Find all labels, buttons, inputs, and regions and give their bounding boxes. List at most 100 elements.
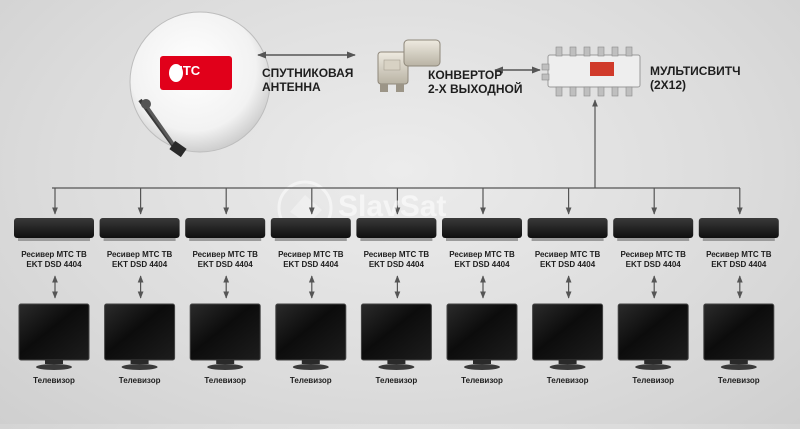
tv-base xyxy=(464,364,500,370)
receiver-model-line1: Ресивер МТС ТВ xyxy=(192,250,258,259)
tv-stand xyxy=(644,360,663,364)
mts-brand-text: МТС xyxy=(172,63,200,78)
receiver-box xyxy=(99,218,180,238)
tv-screen xyxy=(446,303,518,361)
receiver-model-line1: Ресивер МТС ТВ xyxy=(449,250,515,259)
multiswitch-port xyxy=(583,86,591,97)
tv-stand xyxy=(130,360,149,364)
tv-base xyxy=(36,364,72,370)
receiver-model-line2: EKT DSD 4404 xyxy=(283,260,339,269)
device-column xyxy=(185,188,266,370)
tv-stand xyxy=(301,360,320,364)
mts-brand-label: МТС xyxy=(172,63,201,78)
receiver-model-line1: Ресивер МТС ТВ xyxy=(706,250,772,259)
tv-screen xyxy=(360,303,432,361)
receiver-base xyxy=(18,238,90,241)
device-column xyxy=(270,188,351,370)
receiver-base xyxy=(702,238,775,241)
multiswitch-label-text: МУЛЬТИСВИТЧ (2X12) xyxy=(650,64,741,92)
receiver-base xyxy=(103,238,176,241)
tv-base xyxy=(635,364,672,370)
receiver-box xyxy=(356,218,437,238)
receiver-base xyxy=(531,238,604,241)
tv-stand xyxy=(216,360,235,364)
device-column xyxy=(14,188,94,370)
lnb-converter xyxy=(377,39,441,92)
tv-label: Телевизор xyxy=(33,376,75,385)
tv-stand xyxy=(558,360,577,364)
satellite-dish xyxy=(129,11,271,158)
tv-label: Телевизор xyxy=(461,376,503,385)
multiswitch-port xyxy=(597,46,605,57)
tv-label: Телевизор xyxy=(632,376,675,385)
device-column xyxy=(527,188,608,370)
tv-base xyxy=(121,364,158,370)
receiver-box xyxy=(613,218,694,238)
tv-label: Телевизор xyxy=(546,376,589,385)
multiswitch-port xyxy=(555,86,563,97)
receiver-model-line2: EKT DSD 4404 xyxy=(711,260,767,269)
receiver-model-line2: EKT DSD 4404 xyxy=(368,260,424,269)
tv-base xyxy=(549,364,586,370)
tv-stand xyxy=(473,360,491,364)
receiver-box xyxy=(14,218,94,238)
receiver-base xyxy=(360,238,433,241)
receiver-model-line1: Ресивер МТС ТВ xyxy=(278,250,344,259)
tv-screen xyxy=(18,303,90,361)
multiswitch-port xyxy=(583,46,591,57)
tv-label: Телевизор xyxy=(289,376,332,385)
receiver-model-line2: EKT DSD 4404 xyxy=(26,260,82,269)
multiswitch-port xyxy=(541,73,550,81)
receiver-model-line1: Ресивер МТС ТВ xyxy=(534,250,601,259)
tv-base xyxy=(292,364,329,370)
tv-stand xyxy=(729,360,748,364)
receiver-model-line1: Ресивер МТС ТВ xyxy=(106,250,173,259)
multiswitch-label: МУЛЬТИСВИТЧ (2X12) xyxy=(650,64,741,92)
receiver-box xyxy=(442,218,522,238)
receiver-base xyxy=(617,238,690,241)
multiswitch-port xyxy=(555,46,563,57)
receiver-box xyxy=(270,218,351,238)
receiver-base xyxy=(446,238,518,241)
tv-label: Телевизор xyxy=(204,376,247,385)
tv-screen xyxy=(275,303,347,361)
tv-label: Телевизор xyxy=(717,376,760,385)
antenna-label-text: СПУТНИКОВАЯ АНТЕННА xyxy=(262,66,354,94)
receiver-model-line2: EKT DSD 4404 xyxy=(197,260,253,269)
device-column xyxy=(356,188,437,370)
tv-stand xyxy=(387,360,406,364)
receiver-model-line1: Ресивер МТС ТВ xyxy=(363,250,430,259)
receiver-model-line2: EKT DSD 4404 xyxy=(454,260,510,269)
receiver-base xyxy=(274,238,347,241)
multiswitch-port xyxy=(611,86,619,97)
tv-base xyxy=(378,364,415,370)
multiswitch-port xyxy=(569,46,577,57)
antenna-label: СПУТНИКОВАЯ АНТЕННА xyxy=(262,66,353,94)
device-column xyxy=(99,188,180,370)
multiswitch-port xyxy=(597,86,605,97)
tv-base xyxy=(207,364,244,370)
tv-screen xyxy=(104,303,176,361)
converter-label: КОНВЕРТОР 2-Х ВЫХОДНОЙ xyxy=(428,68,522,96)
receiver-model-line2: EKT DSD 4404 xyxy=(625,260,681,269)
watermark-label: SlavSat xyxy=(338,190,447,223)
receiver-base xyxy=(189,238,262,241)
receiver-model-line1: Ресивер МТС ТВ xyxy=(21,250,87,259)
device-column xyxy=(613,188,694,370)
receiver-model-line2: EKT DSD 4404 xyxy=(112,260,168,269)
watermark-text: SlavSat xyxy=(338,190,446,224)
tv-screen xyxy=(532,303,604,361)
multiswitch-port xyxy=(541,63,550,71)
multiswitch-port xyxy=(611,46,619,57)
tv-screen xyxy=(617,303,689,361)
